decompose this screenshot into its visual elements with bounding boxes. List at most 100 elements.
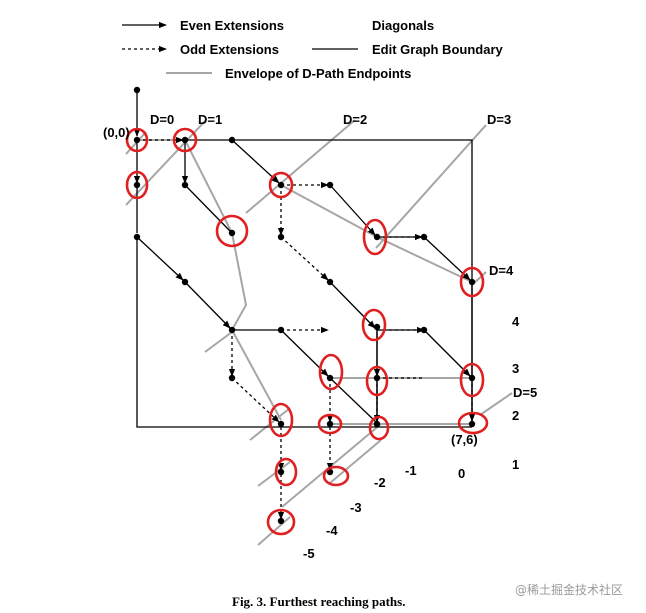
boundary-top-right <box>232 139 473 424</box>
boundary-left-bottom <box>136 237 472 428</box>
diagonal-label-2: 2 <box>512 408 519 423</box>
path-edges <box>133 90 476 520</box>
highlight-ellipse <box>365 365 389 397</box>
node <box>181 181 189 189</box>
highlight-ellipse <box>268 171 294 199</box>
node <box>277 468 285 476</box>
node <box>133 233 141 241</box>
legend-even-label: Even Extensions <box>180 18 284 33</box>
d0-label: D=0 <box>150 112 174 127</box>
edge-f <box>136 236 184 281</box>
d1-label: D=1 <box>198 112 222 127</box>
d3-label: D=3 <box>487 112 511 127</box>
highlight-ellipse <box>317 413 343 435</box>
highlight-ellipse <box>361 308 387 342</box>
legend-odd-label: Odd Extensions <box>180 42 279 57</box>
edit-graph-boundary <box>136 139 473 428</box>
highlight-ellipse <box>368 415 390 441</box>
diagonal-km3 <box>281 423 382 508</box>
highlight-ellipse <box>318 353 344 391</box>
node <box>373 233 381 241</box>
diagonal-label-m5: -5 <box>303 546 315 561</box>
odd-edge-6 <box>231 377 280 423</box>
diagonal-label-4: 4 <box>512 314 520 329</box>
highlight-ellipse <box>457 411 489 435</box>
diagonal-label-m4: -4 <box>326 523 338 538</box>
node <box>326 420 334 428</box>
node <box>420 326 428 334</box>
node <box>373 420 381 428</box>
diagonal-km2 <box>257 461 291 487</box>
diagonal-label-0: 0 <box>458 466 465 481</box>
highlight-ellipse <box>125 127 149 153</box>
node <box>277 233 285 241</box>
diagram-labels: (0,0) (7,6) D=0 D=1 D=2 D=3 D=4 D=5 4 3 … <box>103 112 537 561</box>
envelope-top <box>280 184 473 283</box>
edge-b <box>184 184 231 232</box>
diagonal-label-1: 1 <box>512 457 519 472</box>
watermark: @稀土掘金技术社区 <box>515 582 623 597</box>
odd-edge-4 <box>280 236 329 281</box>
highlight-ellipse <box>274 457 298 487</box>
node <box>373 374 381 382</box>
node <box>420 233 428 241</box>
edge-o <box>423 329 471 377</box>
highlight-ellipse <box>459 362 485 398</box>
node <box>228 229 236 237</box>
node <box>228 136 236 144</box>
diagonal-label-m2: -2 <box>374 475 386 490</box>
node <box>133 181 141 189</box>
node <box>228 326 236 334</box>
node <box>277 517 285 525</box>
highlight-ellipse <box>362 218 388 256</box>
node <box>181 136 189 144</box>
diagonal-label-3: 3 <box>512 361 519 376</box>
diagonal-label-m3: -3 <box>350 500 362 515</box>
node <box>468 420 476 428</box>
node <box>277 326 285 334</box>
furthest-endpoint-highlights <box>125 127 489 536</box>
node <box>468 278 476 286</box>
legend: Even Extensions Odd Extensions Diagonals… <box>122 18 504 81</box>
d2-label: D=2 <box>343 112 367 127</box>
node <box>373 323 381 331</box>
d5-label: D=5 <box>513 385 537 400</box>
edge-c <box>231 139 280 184</box>
node <box>326 374 334 382</box>
edge-k <box>329 184 376 236</box>
d4-label: D=4 <box>489 263 514 278</box>
node <box>277 181 285 189</box>
diagonal-d5 <box>479 392 513 416</box>
highlight-ellipse <box>125 170 149 200</box>
node <box>133 86 141 94</box>
node <box>133 136 141 144</box>
highlight-ellipse <box>172 127 198 153</box>
diagonal-d2 <box>245 119 356 214</box>
node <box>277 420 285 428</box>
diagonal-km1 <box>329 439 382 484</box>
diagonal-d3 <box>375 124 487 249</box>
nodes <box>133 86 476 525</box>
node <box>326 181 334 189</box>
diagonal-label-m1: -1 <box>405 463 417 478</box>
highlight-ellipse <box>215 214 249 248</box>
end-label: (7,6) <box>451 432 478 447</box>
highlight-ellipse <box>268 402 294 438</box>
edge-g <box>184 281 231 329</box>
node <box>326 278 334 286</box>
envelope-left <box>137 139 282 421</box>
legend-boundary-label: Edit Graph Boundary <box>372 42 504 57</box>
legend-envelope-label: Envelope of D-Path Endpoints <box>225 66 411 81</box>
figure-caption: Fig. 3. Furthest reaching paths. <box>232 594 405 609</box>
edge-p <box>329 281 376 329</box>
highlight-ellipse <box>266 508 296 536</box>
highlight-ellipse <box>322 465 350 487</box>
node <box>181 278 189 286</box>
highlight-ellipse <box>459 266 485 298</box>
diagonal-d1 <box>125 119 207 206</box>
node <box>228 374 236 382</box>
origin-label: (0,0) <box>103 125 130 140</box>
legend-diagonals-label: Diagonals <box>372 18 434 33</box>
node <box>468 374 476 382</box>
